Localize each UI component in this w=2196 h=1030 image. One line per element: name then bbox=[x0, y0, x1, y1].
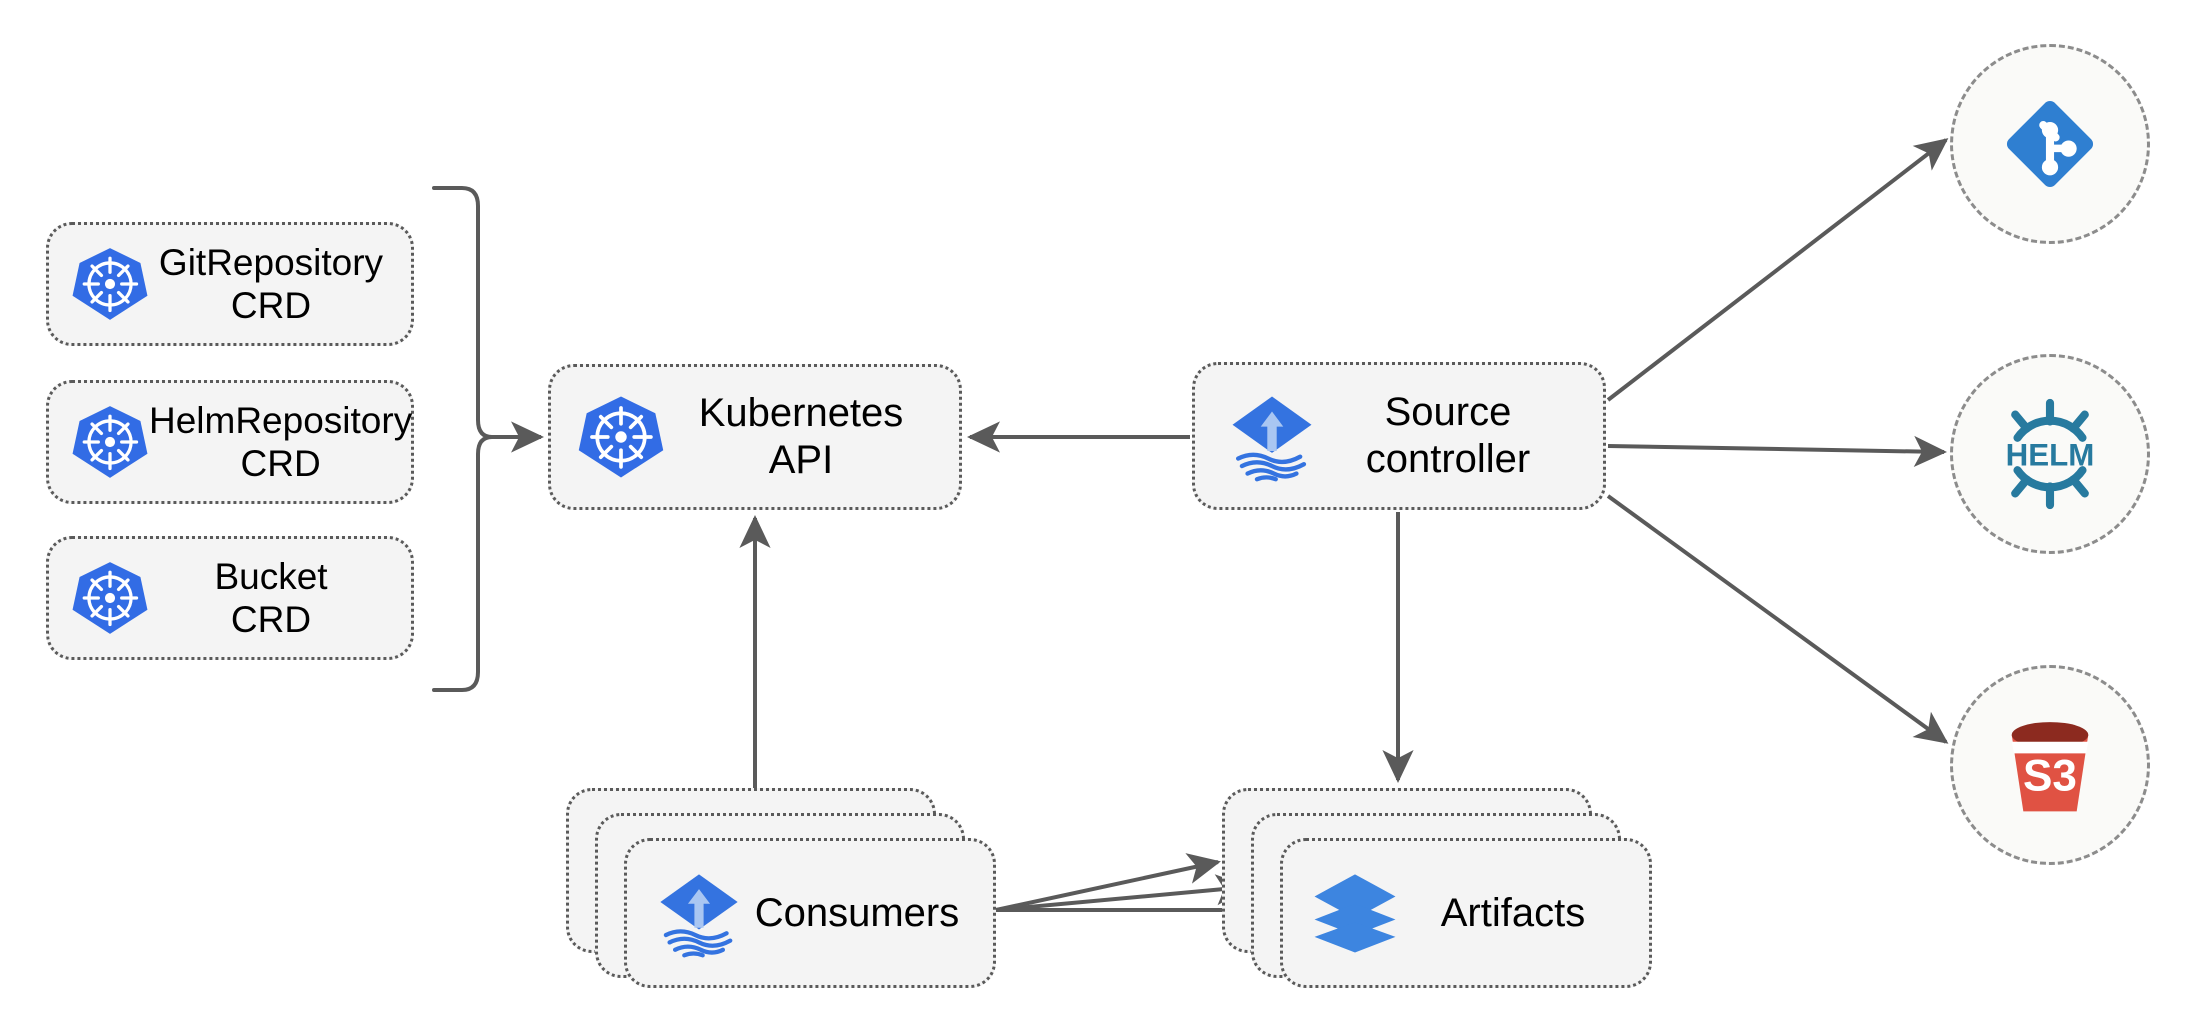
edge-consumers-to-artifacts-1 bbox=[995, 853, 1221, 912]
layers-icon bbox=[1309, 867, 1401, 959]
node-label: Kubernetes API bbox=[698, 391, 904, 482]
node-label: Artifacts bbox=[1440, 890, 1586, 935]
helm-wordmark: HELM bbox=[2006, 438, 2095, 473]
kubernetes-icon bbox=[71, 559, 149, 637]
edge-source-controller-to-helm bbox=[1607, 435, 1947, 468]
edge-consumers-to-artifacts-2 bbox=[995, 874, 1249, 912]
crd-bracket bbox=[432, 186, 493, 692]
source-s3[interactable]: S3 bbox=[1950, 665, 2150, 865]
source-git[interactable] bbox=[1950, 44, 2150, 244]
kubernetes-icon bbox=[71, 245, 149, 323]
node-source-controller[interactable]: Source controller bbox=[1192, 362, 1606, 510]
s3-icon: S3 bbox=[1992, 707, 2108, 823]
git-icon bbox=[1992, 86, 2108, 202]
edge-source-controller-to-git bbox=[1606, 138, 1949, 402]
node-kubernetes-api[interactable]: Kubernetes API bbox=[548, 364, 962, 510]
node-label: Consumers bbox=[754, 890, 960, 935]
kubernetes-icon bbox=[577, 393, 665, 481]
flux-icon bbox=[1225, 389, 1319, 483]
node-label: GitRepository CRD bbox=[158, 241, 384, 326]
node-label: Bucket CRD bbox=[214, 555, 328, 640]
node-consumers[interactable]: Consumers bbox=[566, 788, 996, 988]
edge-source-controller-to-s3 bbox=[1606, 494, 1949, 744]
flux-icon bbox=[653, 867, 745, 959]
consumers-card-front[interactable]: Consumers bbox=[624, 838, 996, 988]
node-gitrepository-crd[interactable]: GitRepository CRD bbox=[46, 222, 414, 346]
s3-wordmark: S3 bbox=[2023, 752, 2077, 801]
node-artifacts[interactable]: Artifacts bbox=[1222, 788, 1652, 988]
node-helmrepository-crd[interactable]: HelmRepository CRD bbox=[46, 380, 414, 504]
node-label: Source controller bbox=[1365, 390, 1531, 481]
helm-icon: HELM bbox=[1992, 396, 2108, 512]
node-bucket-crd[interactable]: Bucket CRD bbox=[46, 536, 414, 660]
artifacts-card-front[interactable]: Artifacts bbox=[1280, 838, 1652, 988]
node-label: HelmRepository CRD bbox=[149, 399, 413, 484]
source-helm[interactable]: HELM bbox=[1950, 354, 2150, 554]
kubernetes-icon bbox=[71, 403, 149, 481]
